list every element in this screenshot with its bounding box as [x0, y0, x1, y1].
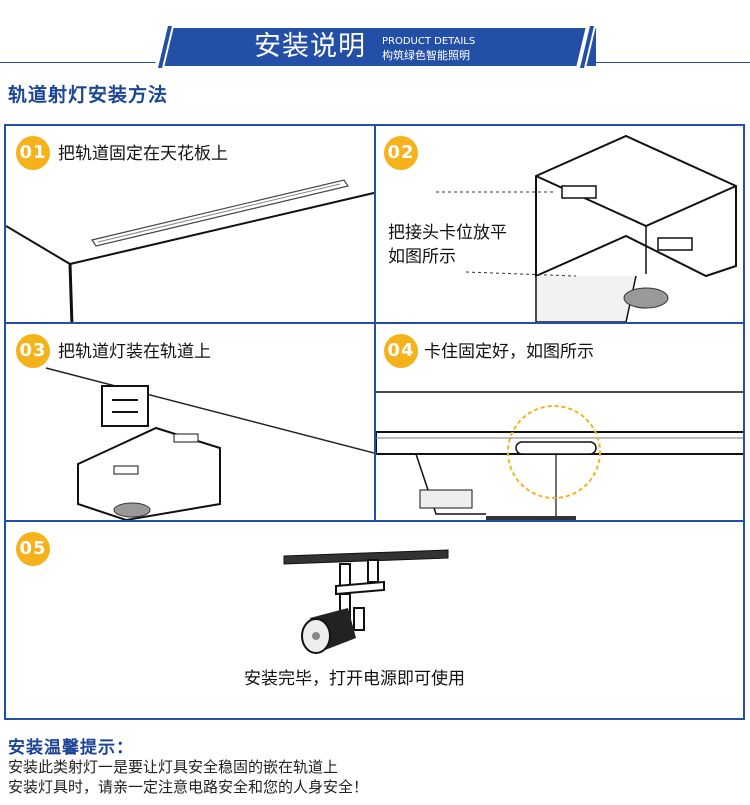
- step-text-02-line1: 把接头卡位放平: [388, 223, 507, 243]
- step-panel-01: 01 把轨道固定在天花板上: [4, 124, 376, 324]
- header-slashes: [154, 26, 596, 68]
- spotlight-icon: [283, 549, 449, 654]
- step-text-03: 把轨道灯装在轨道上: [58, 342, 211, 362]
- step-text-04: 卡住固定好，如图所示: [424, 342, 594, 362]
- step-badge-04: 04: [384, 334, 418, 368]
- step-panel-02: 02 把接头卡位放平 如图所示: [374, 124, 745, 324]
- step-panel-05: 05 安装完毕，打开电源即可使用: [4, 520, 745, 720]
- step-panel-03: 03 把轨道灯装在轨道上: [4, 322, 376, 522]
- step-text-02-line2: 如图所示: [388, 247, 456, 267]
- step-panel-04: 04 卡住固定好，如图所示: [374, 322, 745, 522]
- step-badge-03: 03: [16, 334, 50, 368]
- step-badge-01: 01: [16, 136, 50, 170]
- step-badge-05: 05: [16, 532, 50, 566]
- lock-illustration: [376, 391, 743, 520]
- section-title: 轨道射灯安装方法: [8, 84, 169, 106]
- header-subtitle-cn: 构筑绿色智能照明: [382, 49, 470, 62]
- tips-line-1: 安装此类射灯一是要让灯具安全稳固的嵌在轨道上: [8, 758, 339, 776]
- connector-illustration: [436, 134, 737, 322]
- tips-line-2: 安装灯具时，请亲一定注意电路安全和您的人身安全！: [8, 778, 369, 796]
- header-band: [164, 28, 596, 66]
- mount-illustration: [45, 367, 374, 520]
- step-text-01: 把轨道固定在天花板上: [58, 144, 228, 164]
- ceiling-illustration: [6, 179, 374, 322]
- tips-title: 安装温馨提示：: [8, 738, 134, 758]
- header-subtitle-en: PRODUCT DETAILS: [382, 36, 476, 47]
- header-title: 安装说明: [254, 31, 366, 62]
- step-badge-02: 02: [384, 136, 418, 170]
- step-text-05: 安装完毕，打开电源即可使用: [244, 669, 465, 689]
